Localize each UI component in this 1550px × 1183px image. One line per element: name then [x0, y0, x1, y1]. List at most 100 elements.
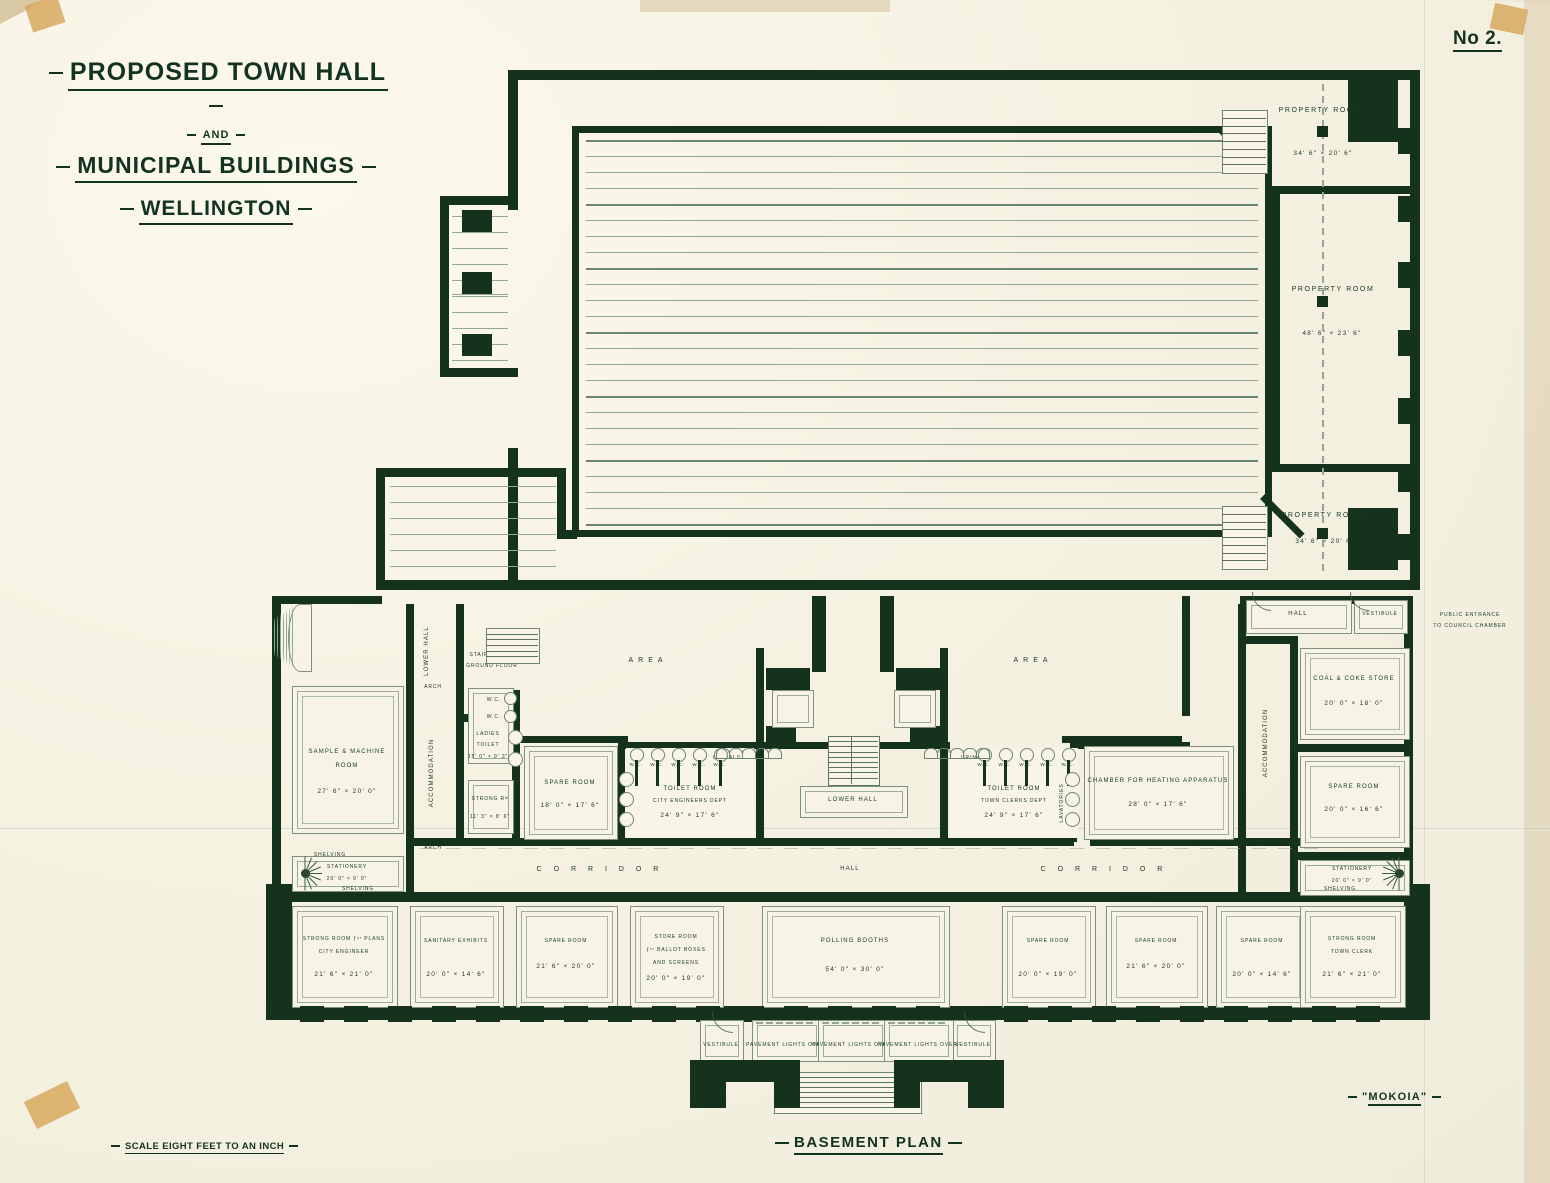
pavement-light-bay-1 [752, 1020, 822, 1062]
property-room-divider-2 [1272, 464, 1420, 472]
entrance-step [774, 1092, 920, 1093]
joist-line [586, 412, 1258, 413]
grand-stair-tread [828, 746, 878, 748]
lavatory-basin [619, 812, 634, 827]
joist-beam [586, 140, 1258, 142]
entrance-pier-right [894, 1060, 920, 1108]
mid-wall-9 [1238, 604, 1246, 892]
public-entrance-line1: PUBLIC ENTRANCE [1439, 612, 1501, 618]
stage-wall-left-vert [440, 196, 449, 376]
pavement-light-hatch [806, 1022, 813, 1024]
centreline-dash [1322, 108, 1324, 115]
joist-line [586, 428, 1258, 429]
south-pier [432, 1006, 456, 1022]
grand-stair-tread [828, 767, 878, 769]
coal-coke-store-dim: 20' 0" × 18' 0" [1324, 700, 1384, 707]
mid-wall-h4 [1238, 636, 1298, 644]
vestibule-br-label: VESTIBULE [955, 1042, 991, 1048]
property-room-nw-block [1348, 80, 1398, 142]
centreline-dash [1322, 540, 1324, 547]
scale-note: SCALE EIGHT FEET TO AN INCH [106, 1141, 303, 1154]
mid-wall-1 [406, 604, 414, 892]
joist-line-left [452, 312, 508, 313]
stair-tread [1222, 545, 1266, 546]
corridor-hatch [1200, 848, 1214, 849]
grand-stair-tread [828, 751, 878, 753]
corridor-hatch [524, 848, 538, 849]
hall-wall-left-upper [508, 70, 518, 210]
center-shaft-left [812, 596, 826, 672]
stair-tread [1222, 560, 1266, 561]
wc-fixture-1 [504, 692, 517, 705]
property-room-1-name: PROPERTY ROOM [1278, 107, 1362, 114]
spare-18x17-dim: 18' 0" × 17' 6" [540, 802, 600, 809]
wc-label: W.C. [977, 762, 991, 767]
corridor-hatch [940, 848, 954, 849]
urinal-stall [937, 748, 951, 759]
stairs-note-line2: GROUND FLOOR [466, 663, 518, 669]
joist-line [586, 364, 1258, 365]
toilet-city-eng-name: TOILET ROOM [663, 786, 717, 792]
corridor-hatch [1278, 848, 1292, 849]
centreline-dash [1322, 240, 1324, 247]
wc-partition [718, 760, 722, 786]
room-sanitary-exhibits [410, 906, 504, 1008]
property-room-sw-block [1348, 508, 1398, 570]
east-pier-2 [1398, 196, 1420, 222]
spare-20x16-name: SPARE ROOM [1328, 784, 1380, 790]
polling-booths-name: POLLING BOOTHS [820, 938, 890, 944]
room-coal-coke-store [1300, 648, 1410, 740]
center-pilaster-tl [772, 690, 814, 728]
south-pier [1356, 1006, 1380, 1022]
entrance-base-left [690, 1082, 726, 1108]
centreline-pier-3 [1317, 528, 1328, 539]
stationery-right-name: STATIONERY [1331, 866, 1373, 872]
property-room-3-dim: 34' 6" × 20' 6" [1295, 538, 1355, 545]
corridor-hatch [1304, 848, 1318, 849]
corridor-hatch [1148, 848, 1162, 849]
basement-wall-west-heavy [266, 884, 292, 1018]
centreline-dash [1322, 492, 1324, 499]
store-ballot-dim: 20' 0" × 19' 0" [646, 975, 706, 982]
wc-partition [697, 760, 701, 786]
room-spare-20x14-right [1216, 906, 1310, 1008]
entrance-pier-left [774, 1060, 800, 1108]
pavement-light-hatch [862, 1022, 869, 1024]
joist-line [586, 316, 1258, 317]
entrance-step [774, 1082, 920, 1083]
room-store-ballot-boxes [630, 906, 724, 1008]
centreline-dash [1322, 456, 1324, 463]
urinal-stall [755, 748, 769, 759]
pavement-light-hatch [872, 1022, 879, 1024]
joist-line [586, 220, 1258, 221]
sample-machine-room-name2: ROOM [335, 763, 359, 769]
title-line-3: WELLINGTON [138, 197, 294, 225]
corridor-label-right: C O R R I D O R [1040, 866, 1168, 873]
joist-line-left [452, 328, 508, 329]
pavement-light-hatch [928, 1022, 935, 1024]
grand-stair-tread [828, 777, 878, 779]
mid-wall-h6 [1290, 852, 1413, 860]
stair-outline [1222, 506, 1268, 570]
curve-outline [288, 604, 312, 672]
joist-line-wing [390, 534, 556, 535]
toilet-town-clerk-dim: 24' 9" × 17' 6" [984, 812, 1044, 819]
south-pier [344, 1006, 368, 1022]
room-spare-20x19-right [1002, 906, 1096, 1008]
corridor-hatch [706, 848, 720, 849]
corridor-hatch [1174, 848, 1188, 849]
centreline-dash [1322, 504, 1324, 511]
joist-line-wing [390, 502, 556, 503]
room-lower-hall-center [800, 786, 908, 818]
toilet-room-city-engineers [626, 748, 754, 838]
strong-room-clerk-name: STRONG ROOM [1327, 936, 1377, 942]
hall-wall-bottom [376, 580, 1420, 590]
urinal-stall [976, 748, 990, 759]
joist-beam [586, 460, 1258, 462]
south-pier [1224, 1006, 1248, 1022]
stage-wall-left-bot [440, 368, 518, 377]
stair-tread [486, 639, 538, 640]
stationery-right-dim: 20' 0" × 9' 0" [1331, 878, 1373, 884]
corridor-hatch [966, 848, 980, 849]
